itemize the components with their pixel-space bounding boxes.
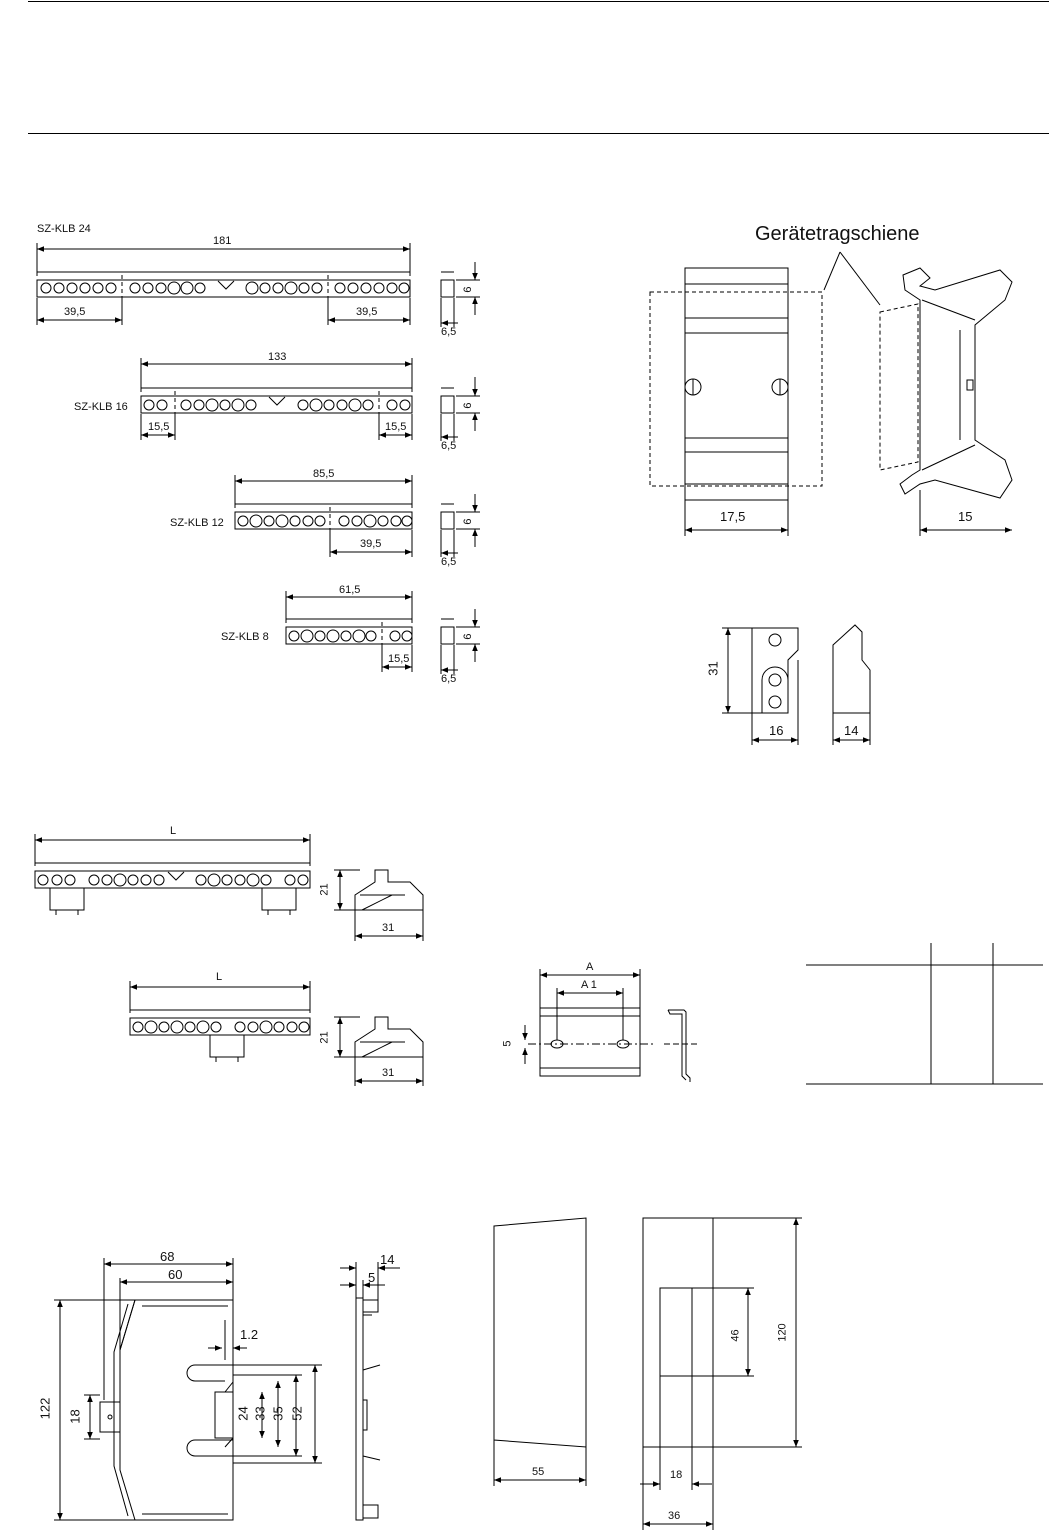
rail-depth: 15: [958, 509, 973, 524]
enclosure-h46: 46: [729, 1329, 742, 1342]
bracket-w60: 60: [168, 1267, 183, 1282]
sz16-name: SZ-KLB 16: [74, 401, 128, 413]
enclosure-d55: 55: [532, 1466, 545, 1478]
clamp-depth: 14: [844, 723, 859, 738]
sz8-width: 6,5: [441, 673, 457, 685]
terminal-block-sz16: [140, 387, 455, 414]
sz24-left-pitch: 39,5: [64, 306, 86, 318]
terminal-block-sz24: [36, 271, 455, 298]
sz24-right-pitch: 39,5: [356, 306, 378, 318]
sz8-length: 61,5: [339, 584, 361, 596]
mounted-block-long-side: [354, 869, 424, 911]
sz16-height: 9: [460, 402, 473, 409]
sz12-right-pitch: 39,5: [360, 538, 382, 550]
bracket-t12: 1.2: [240, 1327, 259, 1342]
bracket-d14: 14: [380, 1252, 395, 1267]
sz16-width: 6,5: [441, 440, 457, 452]
bracket-side-view: [355, 1297, 381, 1521]
clamp-width: 16: [769, 723, 784, 738]
terminal-block-sz8: [285, 618, 455, 645]
terminal-block-sz12: [234, 503, 455, 530]
sz16-right-pitch: 15,5: [385, 421, 407, 433]
sz16-length: 133: [268, 351, 287, 363]
din-hole: 5: [501, 1040, 514, 1047]
short-height: 21: [318, 1031, 331, 1044]
enclosure-w18: 18: [670, 1469, 683, 1481]
sz8-right-pitch: 15,5: [388, 653, 410, 665]
bracket-h35: 35: [270, 1406, 286, 1421]
clamp-side-view: [832, 624, 871, 714]
bracket-w68: 68: [160, 1249, 175, 1264]
rail-title: Gerätetragschiene: [755, 223, 920, 245]
bracket-h52: 52: [289, 1406, 305, 1421]
mounted-block-short: [129, 1009, 311, 1062]
bracket-d5: 5: [368, 1270, 376, 1285]
sz8-height: 9: [460, 633, 473, 640]
enclosure-front-view: [642, 1217, 714, 1448]
rail-mount-side-view: [879, 267, 1013, 499]
sz24-width: 6,5: [441, 326, 457, 338]
enclosure-h120: 120: [776, 1323, 789, 1342]
din-dim-a: A: [586, 961, 594, 973]
sz24-name: SZ-KLB 24: [37, 223, 91, 235]
rail-width: 17,5: [720, 509, 746, 524]
long-height: 21: [318, 883, 331, 896]
short-depth: 31: [382, 1067, 395, 1079]
rail-mount-front-view: [649, 267, 823, 501]
enclosure-w36: 36: [668, 1510, 681, 1522]
enclosure-side-view: [493, 1217, 587, 1448]
din-dim-a1: A 1: [581, 979, 597, 991]
long-depth: 31: [382, 922, 395, 934]
din-rail: [528, 1007, 700, 1082]
sz24-length: 181: [213, 235, 232, 247]
mounted-block-short-side: [354, 1016, 424, 1058]
dimension-table: [806, 943, 1043, 1085]
sz12-length: 85,5: [313, 468, 335, 480]
clamp-height: 31: [705, 661, 721, 676]
sz16-left-pitch: 15,5: [148, 421, 170, 433]
bracket-h122: 122: [37, 1397, 53, 1420]
top-rule: [28, 1, 1049, 2]
clamp-front-view: [751, 627, 799, 714]
sz12-width: 6,5: [441, 556, 457, 568]
long-length: L: [170, 825, 177, 837]
bracket-h18: 18: [67, 1409, 83, 1424]
header-rule: [28, 133, 1049, 134]
sz8-name: SZ-KLB 8: [221, 631, 269, 643]
bracket-h24: 24: [235, 1406, 251, 1421]
bracket-h33: 33: [252, 1406, 268, 1421]
mounted-block-long: [34, 862, 311, 915]
sz12-name: SZ-KLB 12: [170, 517, 224, 529]
sz12-height: 9: [460, 518, 473, 525]
sz24-height: 9: [460, 286, 473, 293]
short-length: L: [216, 971, 223, 983]
